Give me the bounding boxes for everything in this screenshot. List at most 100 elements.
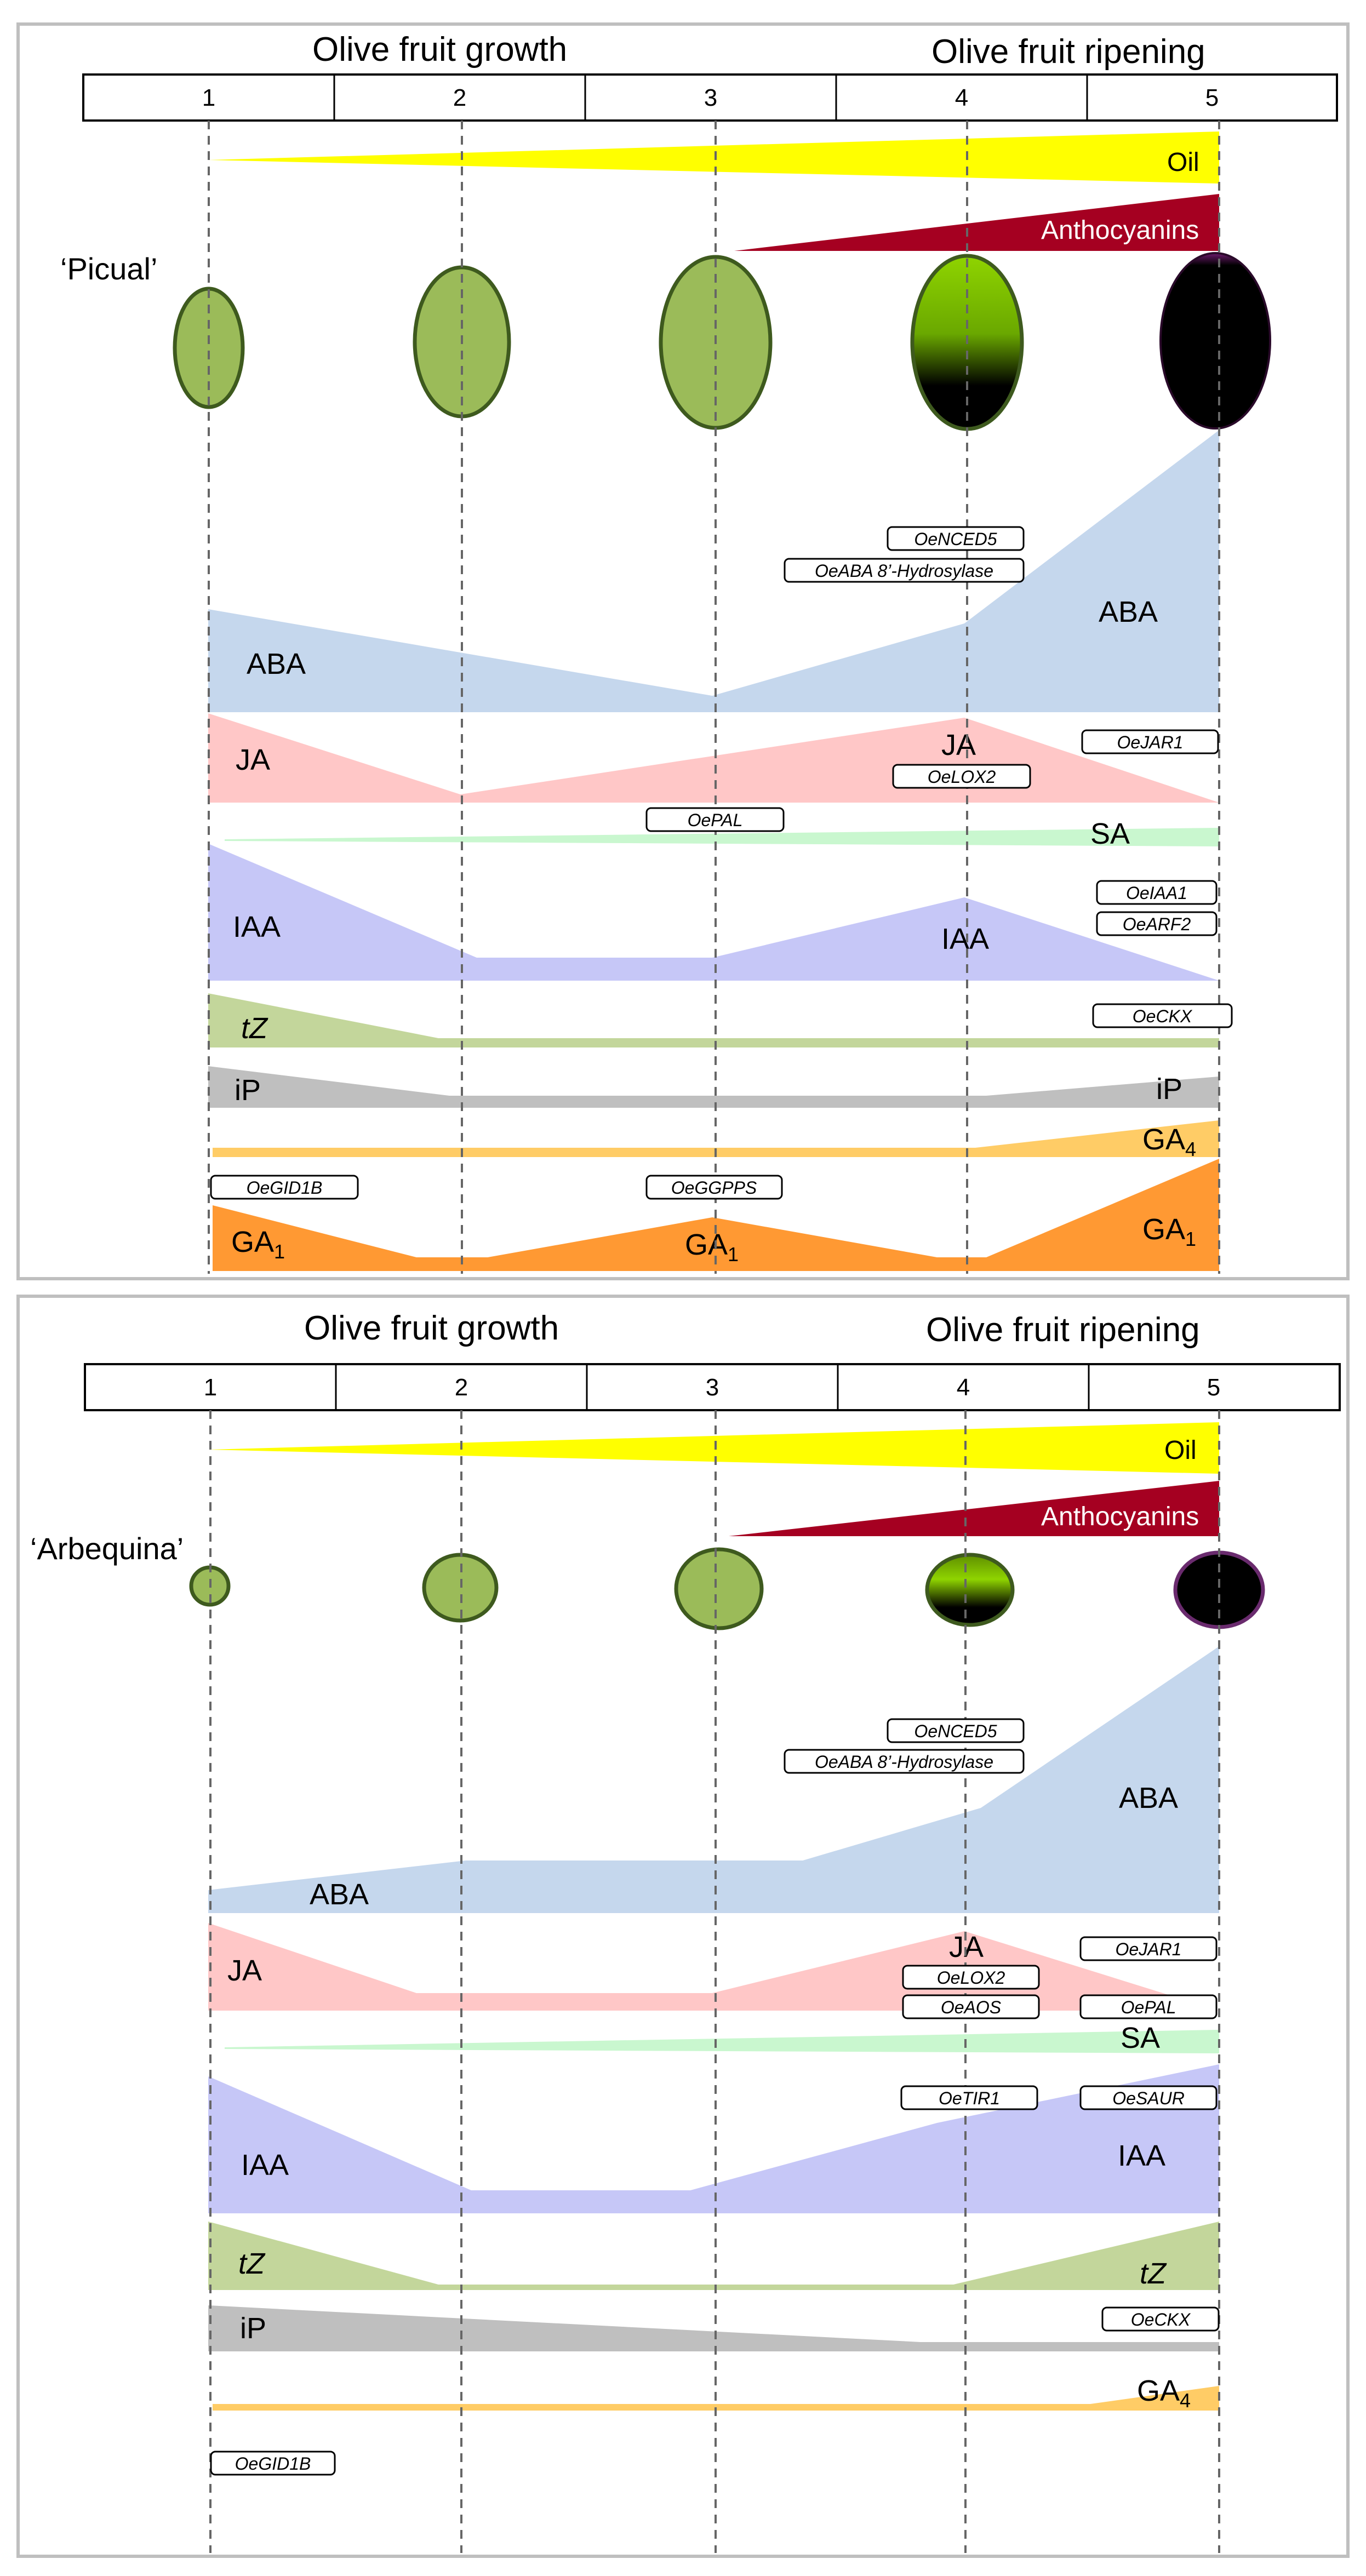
ip-label: iP (240, 2312, 266, 2345)
svg-text:OeIAA1: OeIAA1 (1126, 883, 1187, 903)
svg-text:OeLOX2: OeLOX2 (928, 767, 996, 787)
gene-box: OeGID1B (210, 1175, 359, 1200)
aba-label: ABA (1119, 1782, 1178, 1814)
stage-label: 3 (706, 1374, 719, 1401)
ip-area (208, 1066, 1219, 1108)
stage-bar: 1 2 3 4 5 (82, 73, 1338, 122)
ja-area (208, 713, 1219, 803)
stage-bar: 1 2 3 4 5 (84, 1363, 1341, 1411)
ga1-label: GA1 (1142, 1213, 1196, 1250)
ja-label: JA (941, 729, 976, 762)
iaa-label: IAA (233, 911, 281, 943)
gene-box: OeTIR1 (900, 2085, 1038, 2110)
ga4-area (213, 1120, 1219, 1157)
stage-guides (208, 121, 1220, 1274)
ga4-label: GA4 (1137, 2374, 1191, 2412)
ga1-label: GA1 (685, 1228, 739, 1266)
sa-label: SA (1090, 817, 1130, 850)
stage-label: 1 (202, 84, 215, 111)
stage-label: 3 (704, 84, 717, 111)
gene-box: OeLOX2 (892, 764, 1031, 789)
panel-border (16, 1295, 1350, 2558)
gene-box: OeGGPPS (645, 1175, 783, 1200)
gene-box: OeIAA1 (1096, 880, 1218, 905)
header-ripening: Olive fruit ripening (931, 33, 1205, 71)
tz-area (208, 2222, 1219, 2290)
svg-text:OeTIR1: OeTIR1 (939, 2088, 1000, 2108)
panel-picual: Olive fruit growth Olive fruit ripening … (16, 22, 1350, 1280)
svg-text:OeABA 8’-Hydrosylase: OeABA 8’-Hydrosylase (815, 1752, 993, 1772)
svg-text:OeGID1B: OeGID1B (235, 2454, 311, 2474)
svg-text:OeSAUR: OeSAUR (1112, 2088, 1185, 2108)
oil-wedge (208, 1422, 1219, 1474)
gene-box: OePAL (1079, 1994, 1218, 2019)
header-ripening: Olive fruit ripening (926, 1311, 1200, 1349)
stage-label: 2 (453, 84, 466, 111)
svg-text:OeAOS: OeAOS (941, 1997, 1001, 2017)
stage-label: 5 (1205, 84, 1219, 111)
aba-label: ABA (310, 1878, 369, 1911)
aba-area (208, 430, 1219, 712)
iaa-area (208, 844, 1219, 981)
ip-label: iP (1156, 1073, 1182, 1106)
sa-area (225, 2030, 1219, 2053)
gene-box: OeAOS (902, 1994, 1040, 2019)
ga4-area (213, 2386, 1219, 2411)
aba-area (208, 1646, 1219, 1913)
gene-box: OeABA 8’-Hydrosylase (784, 558, 1025, 583)
svg-text:OePAL: OePAL (1121, 1997, 1176, 2017)
fruit-stage-1 (173, 287, 245, 409)
fruit-stage-3 (674, 1547, 764, 1630)
gene-box: OeNCED5 (887, 526, 1025, 551)
sa-area (225, 828, 1219, 846)
tz-area (208, 993, 1219, 1047)
anthocyanins-wedge (734, 194, 1219, 251)
panel-border (16, 22, 1350, 1280)
tz-label: tZ (238, 2247, 266, 2280)
svg-text:OePAL: OePAL (688, 810, 743, 830)
svg-text:OeJAR1: OeJAR1 (1117, 732, 1184, 752)
stage-label: 4 (957, 1374, 970, 1401)
ja-label: JA (236, 743, 270, 776)
anthocyanins-label: Anthocyanins (1041, 216, 1199, 245)
gene-box: OeABA 8’-Hydrosylase (784, 1749, 1025, 1774)
tz-label: tZ (1140, 2257, 1167, 2290)
svg-text:OeJAR1: OeJAR1 (1116, 1939, 1182, 1959)
gene-box: OeJAR1 (1081, 729, 1219, 754)
gene-box: OeLOX2 (902, 1965, 1040, 1990)
gene-box: OeCKX (1092, 1003, 1233, 1028)
gene-box: OeARF2 (1096, 911, 1218, 936)
gene-box: OeGID1B (210, 2451, 336, 2476)
ga4-label: GA4 (1142, 1123, 1196, 1160)
ja-area (208, 1923, 1219, 2011)
svg-text:OeCKX: OeCKX (1133, 1006, 1193, 1026)
gene-box: OeCKX (1101, 2306, 1220, 2332)
stage-label: 2 (455, 1374, 468, 1401)
oil-label: Oil (1164, 1436, 1197, 1465)
svg-text:OeABA 8’-Hydrosylase: OeABA 8’-Hydrosylase (815, 561, 993, 581)
gene-box: OeSAUR (1079, 2085, 1218, 2110)
aba-label: ABA (1099, 596, 1158, 628)
ga1-label: GA1 (231, 1226, 285, 1263)
ja-label: JA (227, 1954, 262, 1987)
fruit-stage-5 (1159, 252, 1271, 430)
tz-label: tZ (241, 1012, 268, 1045)
cultivar-label: ‘Picual’ (60, 251, 157, 286)
svg-text:OeARF2: OeARF2 (1123, 914, 1191, 934)
svg-text:OeNCED5: OeNCED5 (914, 1721, 997, 1741)
svg-text:OeNCED5: OeNCED5 (914, 529, 997, 549)
ip-area (208, 2305, 1219, 2351)
gene-box: OeJAR1 (1079, 1936, 1218, 1961)
svg-text:OeCKX: OeCKX (1131, 2310, 1191, 2329)
anthocyanins-wedge (729, 1481, 1219, 1536)
fruit-stage-4 (925, 1553, 1015, 1627)
cultivar-label: ‘Arbequina’ (30, 1531, 184, 1566)
aba-label: ABA (247, 648, 306, 680)
iaa-label: IAA (241, 2149, 289, 2182)
iaa-label: IAA (1118, 2139, 1165, 2172)
stage-label: 4 (955, 84, 968, 111)
anthocyanins-label: Anthocyanins (1041, 1502, 1199, 1531)
header-growth: Olive fruit growth (312, 31, 567, 68)
oil-wedge (208, 131, 1219, 184)
